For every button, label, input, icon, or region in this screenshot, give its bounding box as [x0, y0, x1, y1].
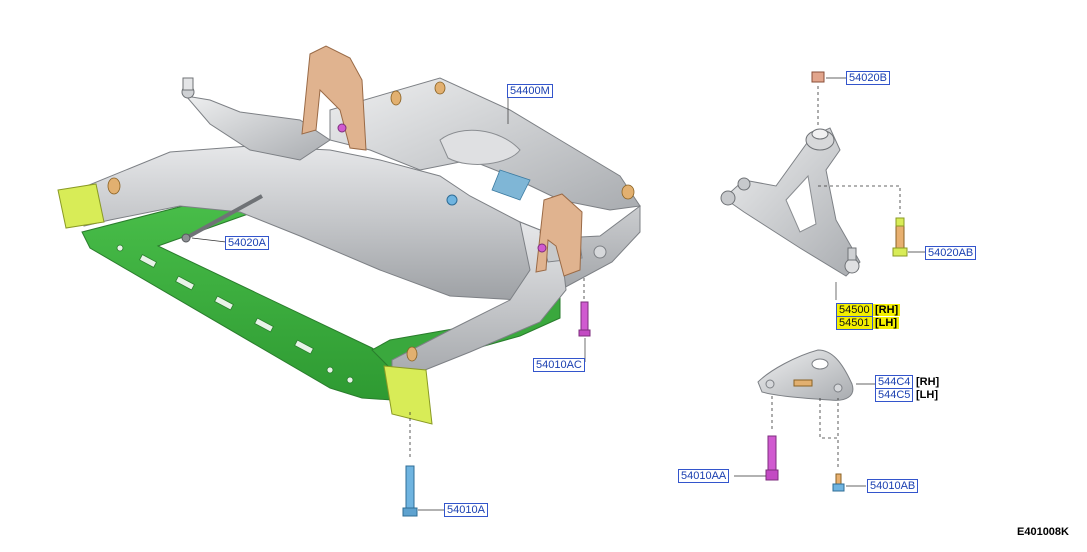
callout-54010aa[interactable]: 54010AA — [678, 469, 730, 483]
ball-joint-bracket — [757, 349, 875, 401]
figure-id: E401008K — [1017, 526, 1069, 538]
callout-54010ab[interactable]: 54010AB — [867, 479, 919, 493]
callout-544c5[interactable]: 544C5 — [875, 388, 914, 402]
callout-54010ac[interactable]: 54010AC — [533, 358, 585, 372]
callout-54020b[interactable]: 54020B — [846, 71, 890, 85]
lower-control-arm — [720, 127, 861, 277]
side-lh-544c5: [LH] — [916, 389, 938, 401]
callout-54020a[interactable]: 54020A — [225, 236, 269, 250]
front-subframe — [57, 45, 641, 425]
bolt-54020ab — [818, 185, 925, 257]
bolt-54010ab — [819, 398, 866, 492]
bolt-54010ac — [578, 278, 591, 337]
bolt-54010a — [402, 412, 418, 517]
callout-54500[interactable]: 54500 — [836, 303, 873, 317]
callout-54501[interactable]: 54501 — [836, 316, 873, 330]
bracket-tan-rear — [301, 45, 367, 151]
callout-54020ab[interactable]: 54020AB — [925, 246, 977, 260]
callout-54010a[interactable]: 54010A — [444, 503, 488, 517]
side-rh-544c4: [RH] — [916, 376, 940, 388]
nut-54020b — [811, 71, 846, 128]
bracket-left-end — [57, 183, 105, 229]
bracket-front-end — [383, 365, 433, 425]
side-rh-54500: [RH] — [873, 304, 901, 316]
bolt-54020a — [181, 194, 263, 243]
subframe-lower-arm-left — [184, 95, 331, 161]
callout-54400m[interactable]: 54400M — [507, 84, 553, 98]
bolt-54010aa — [734, 396, 779, 481]
bracket-tan-front — [535, 193, 583, 277]
side-lh-54501: [LH] — [873, 317, 899, 329]
callout-544c4[interactable]: 544C4 — [875, 375, 914, 389]
subframe-front-crossmember — [71, 145, 641, 301]
